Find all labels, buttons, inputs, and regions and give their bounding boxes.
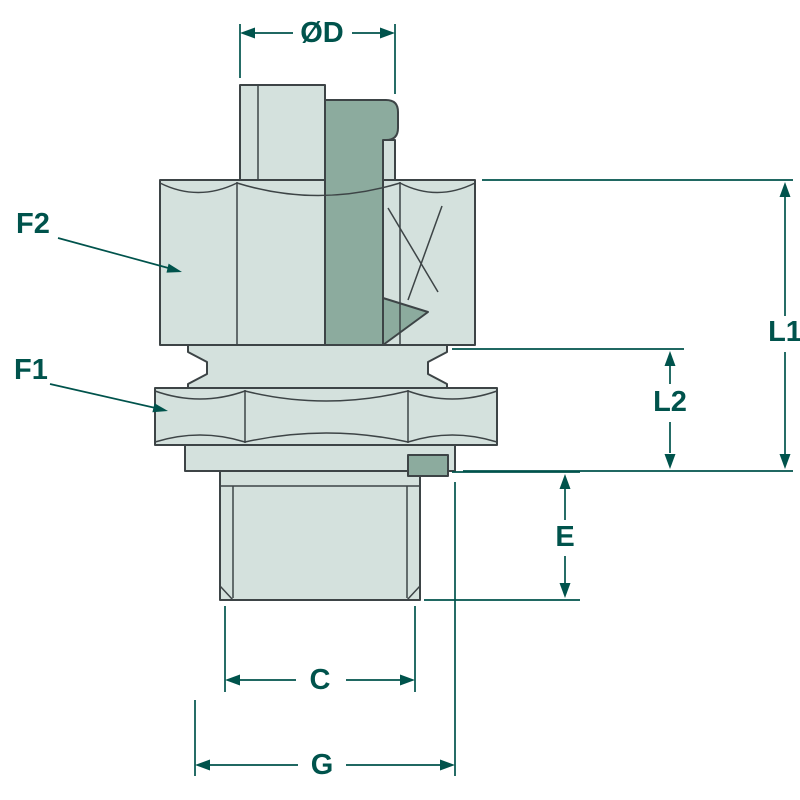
- hex-nut-large: [159, 179, 476, 346]
- arrowhead: [779, 454, 791, 469]
- dimension-label-l1: L1: [768, 316, 800, 348]
- cone-edge-2: [407, 205, 443, 301]
- arrowhead: [440, 759, 455, 771]
- arrowhead: [195, 759, 210, 771]
- arrowhead: [240, 27, 255, 39]
- retaining-ring-section: [407, 454, 449, 477]
- hex-small-chamfer-arcs-top: [154, 390, 498, 402]
- stud-chamfer-left: [219, 585, 234, 601]
- leader-line: [49, 383, 161, 410]
- dimensions: ØD F2 F1 L1: [14, 17, 800, 781]
- tube-wall-section: [324, 99, 399, 346]
- hex-small-chamfer-arcs-bottom: [154, 432, 498, 443]
- dimension-label-l2: L2: [653, 386, 687, 418]
- dimension-f2: F2: [16, 208, 182, 273]
- dimension-f1: F1: [14, 354, 168, 413]
- dimension-l1: L1: [463, 179, 800, 472]
- threaded-stud: [219, 470, 421, 601]
- tube-upper-left: [239, 84, 326, 181]
- dimension-l2: L2: [452, 348, 687, 469]
- arrowhead: [779, 182, 791, 197]
- section-cut: [324, 99, 449, 477]
- stud-chamfer-right: [406, 585, 421, 601]
- dimension-label-od: ØD: [300, 17, 344, 49]
- arrowhead: [152, 403, 168, 413]
- detail-lines: [154, 85, 498, 601]
- leader-line: [57, 237, 173, 270]
- cone-seat-section: [382, 297, 429, 346]
- dimension-label-e: E: [555, 521, 574, 553]
- arrowhead: [400, 674, 415, 686]
- dimension-od: ØD: [239, 17, 396, 94]
- dimension-c: C: [224, 606, 416, 696]
- tube-upper-right: [382, 139, 396, 181]
- arrowhead: [664, 351, 676, 366]
- arrowhead: [664, 454, 676, 469]
- arrowhead: [225, 674, 240, 686]
- neck-groove: [187, 344, 448, 389]
- dimension-label-c: C: [310, 664, 331, 696]
- arrowhead: [559, 583, 571, 598]
- arrowhead: [380, 27, 395, 39]
- arrowhead: [559, 474, 571, 489]
- dimension-label-f1: F1: [14, 354, 48, 386]
- dimension-e: E: [424, 471, 580, 601]
- fitting-body: [154, 84, 498, 601]
- hex-large-chamfer-arcs: [159, 182, 476, 197]
- dimension-label-f2: F2: [16, 208, 50, 240]
- dimension-g: G: [194, 482, 456, 781]
- cone-edge-1: [387, 207, 439, 293]
- dimension-label-g: G: [311, 749, 334, 781]
- hex-nut-small: [154, 387, 498, 446]
- arrowhead: [166, 263, 182, 273]
